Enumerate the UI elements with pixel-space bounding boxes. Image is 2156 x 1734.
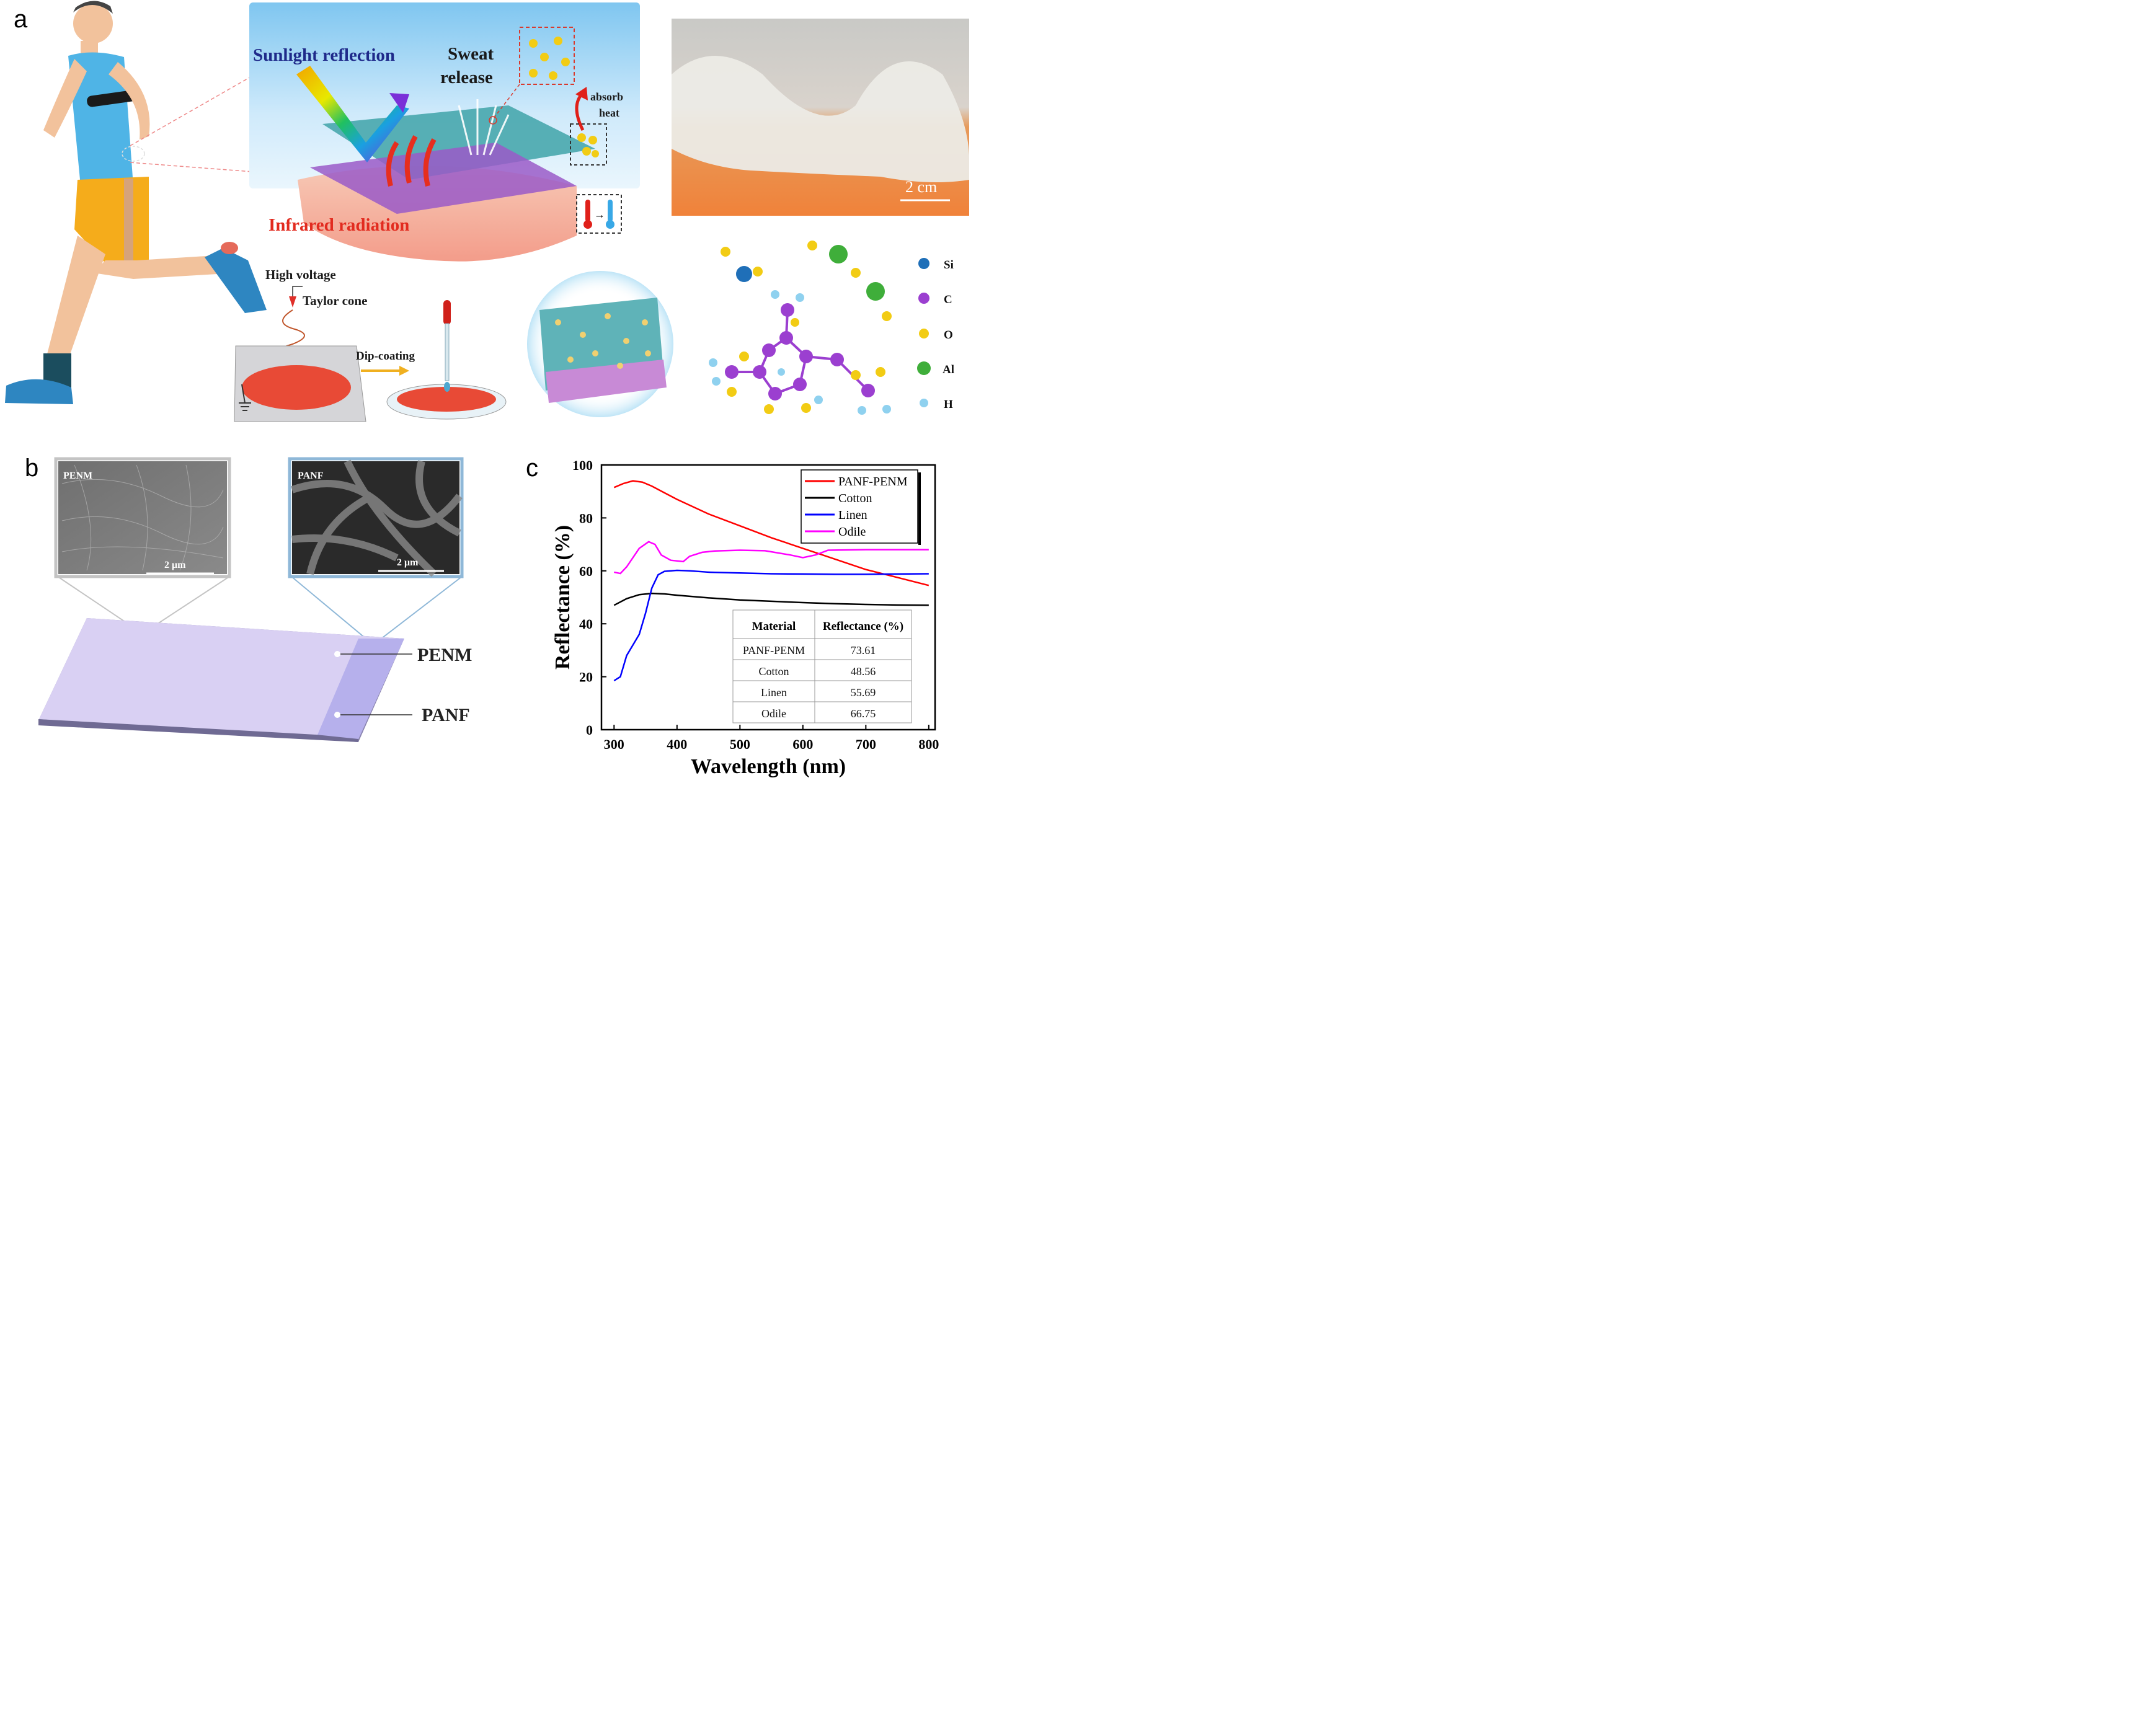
y-tick-label: 100 [572, 458, 593, 473]
sem-right-label: PANF [298, 471, 324, 481]
heat-molecules [577, 133, 599, 157]
y-tick-label: 0 [586, 722, 593, 738]
runner-illustration [5, 1, 267, 404]
y-axis-label: Reflectance (%) [551, 525, 574, 670]
series-line-linen [613, 569, 929, 682]
panel-a: a [5, 1, 969, 422]
legend-label: PANF-PENM [838, 475, 908, 489]
sweat-label-line2: release [440, 68, 493, 87]
legend-c-label: C [944, 293, 952, 306]
legend-h-icon [920, 399, 928, 407]
atom-legend: Si C O Al H [917, 258, 954, 411]
inset-table-cell: 55.69 [851, 686, 876, 699]
inset-table-header: Reflectance (%) [823, 620, 903, 633]
sem-right-scale-label: 2 μm [397, 557, 419, 568]
pipette-bulb-icon [443, 300, 451, 325]
reflectance-chart: 300 400 500 600 700 800 0 20 40 60 80 100Wavelength… [551, 458, 939, 778]
ground-icon [239, 384, 251, 411]
figure-canvas: a [5, 1, 969, 778]
panf-marker [334, 712, 340, 718]
x-tick-label: 700 [856, 737, 876, 752]
zoom-line-bottom [130, 162, 261, 173]
y-tick-label: 60 [579, 564, 593, 579]
panel-b-letter: b [25, 454, 38, 482]
plot-frame [600, 464, 936, 731]
zoom-circle [122, 146, 145, 162]
nozzle-icon [289, 296, 296, 307]
panf-fiber-layer [310, 143, 577, 214]
y-tick-label: 40 [579, 616, 593, 632]
dip-coating-label: Dip-coating [356, 350, 415, 363]
absorb-label-line2: heat [599, 107, 619, 119]
panel-c-letter: c [526, 454, 538, 482]
series-line-panf-penm [613, 480, 929, 586]
sem-right-frame [288, 457, 464, 578]
series-line-odile [614, 541, 929, 575]
legend-label: Linen [838, 508, 867, 522]
x-tick-label: 300 [604, 737, 624, 752]
inset-table-cell: Odile [761, 707, 786, 720]
penm-marker [334, 651, 340, 657]
legend-o-label: O [944, 329, 953, 342]
x-tick-label: 400 [667, 737, 687, 752]
thermometer-hot-icon [585, 200, 590, 222]
heat-molecule-box [570, 123, 607, 166]
sem-left-frame [54, 457, 231, 578]
molecular-structure [709, 241, 892, 415]
legend-label: Odile [838, 525, 866, 539]
penm-label: PENM [417, 645, 472, 665]
legend-al-label: Al [943, 363, 954, 376]
sweat-spray [458, 99, 510, 156]
fiber-mat [242, 365, 351, 410]
inset-table-cell: 66.75 [851, 707, 876, 720]
inset-table-frame [732, 609, 912, 723]
thermometer-cool-icon [608, 200, 613, 222]
infrared-radiation-label: Infrared radiation [268, 215, 409, 235]
x-axis-label: Wavelength (nm) [691, 755, 846, 778]
legend-c-icon [918, 293, 929, 304]
photo-scale-label: 2 cm [905, 178, 937, 196]
inset-table-cell: 48.56 [851, 665, 876, 678]
panel-a-letter: a [14, 6, 28, 33]
sweat-molecule-box [519, 27, 575, 85]
y-tick-label: 80 [579, 510, 593, 526]
legend-label: Cotton [838, 492, 872, 505]
inset-table-cell: 73.61 [851, 644, 876, 657]
legend-al-icon [917, 361, 931, 375]
legend-h-label: H [944, 398, 953, 411]
coating-particles [555, 313, 651, 369]
legend-si-icon [918, 258, 929, 269]
legend-o-icon [919, 329, 929, 338]
x-tick-label: 800 [918, 737, 939, 752]
sem-left-scale-label: 2 μm [164, 560, 186, 570]
inset-table-cell: PANF-PENM [743, 644, 805, 657]
penm-layer [38, 618, 404, 739]
zoom-line-top [130, 71, 261, 146]
series-line-cotton [613, 592, 929, 606]
y-tick-label: 20 [579, 670, 593, 685]
sem-left-image [58, 461, 227, 574]
sunlight-reflection-label: Sunlight reflection [253, 45, 395, 65]
panel-b: b PENM 2 μm PANF 2 μm PENM PANF [25, 454, 472, 742]
high-voltage-label: High voltage [265, 267, 336, 282]
taylor-cone-label: Taylor cone [303, 293, 367, 308]
sem-left-label: PENM [63, 471, 92, 481]
sunlight-arrow [296, 66, 409, 162]
sweat-molecules [529, 37, 570, 80]
legend-si-label: Si [944, 259, 954, 272]
absorb-label-line1: absorb [590, 91, 623, 103]
inset-table-cell: Linen [761, 686, 787, 699]
x-tick-label: 500 [730, 737, 750, 752]
sweat-label-line1: Sweat [448, 44, 494, 64]
arrow-icon: → [594, 208, 605, 221]
panf-label: PANF [422, 705, 470, 725]
x-tick-label: 600 [792, 737, 813, 752]
thermometer-box [576, 194, 622, 234]
inset-table-cell: Cotton [758, 665, 789, 678]
inset-table-header: Material [752, 620, 796, 633]
infrared-arrows [386, 135, 437, 187]
panel-c: c 300 400 500 600 700 800 0 20 40 60 80 100Waveleng… [526, 454, 939, 778]
